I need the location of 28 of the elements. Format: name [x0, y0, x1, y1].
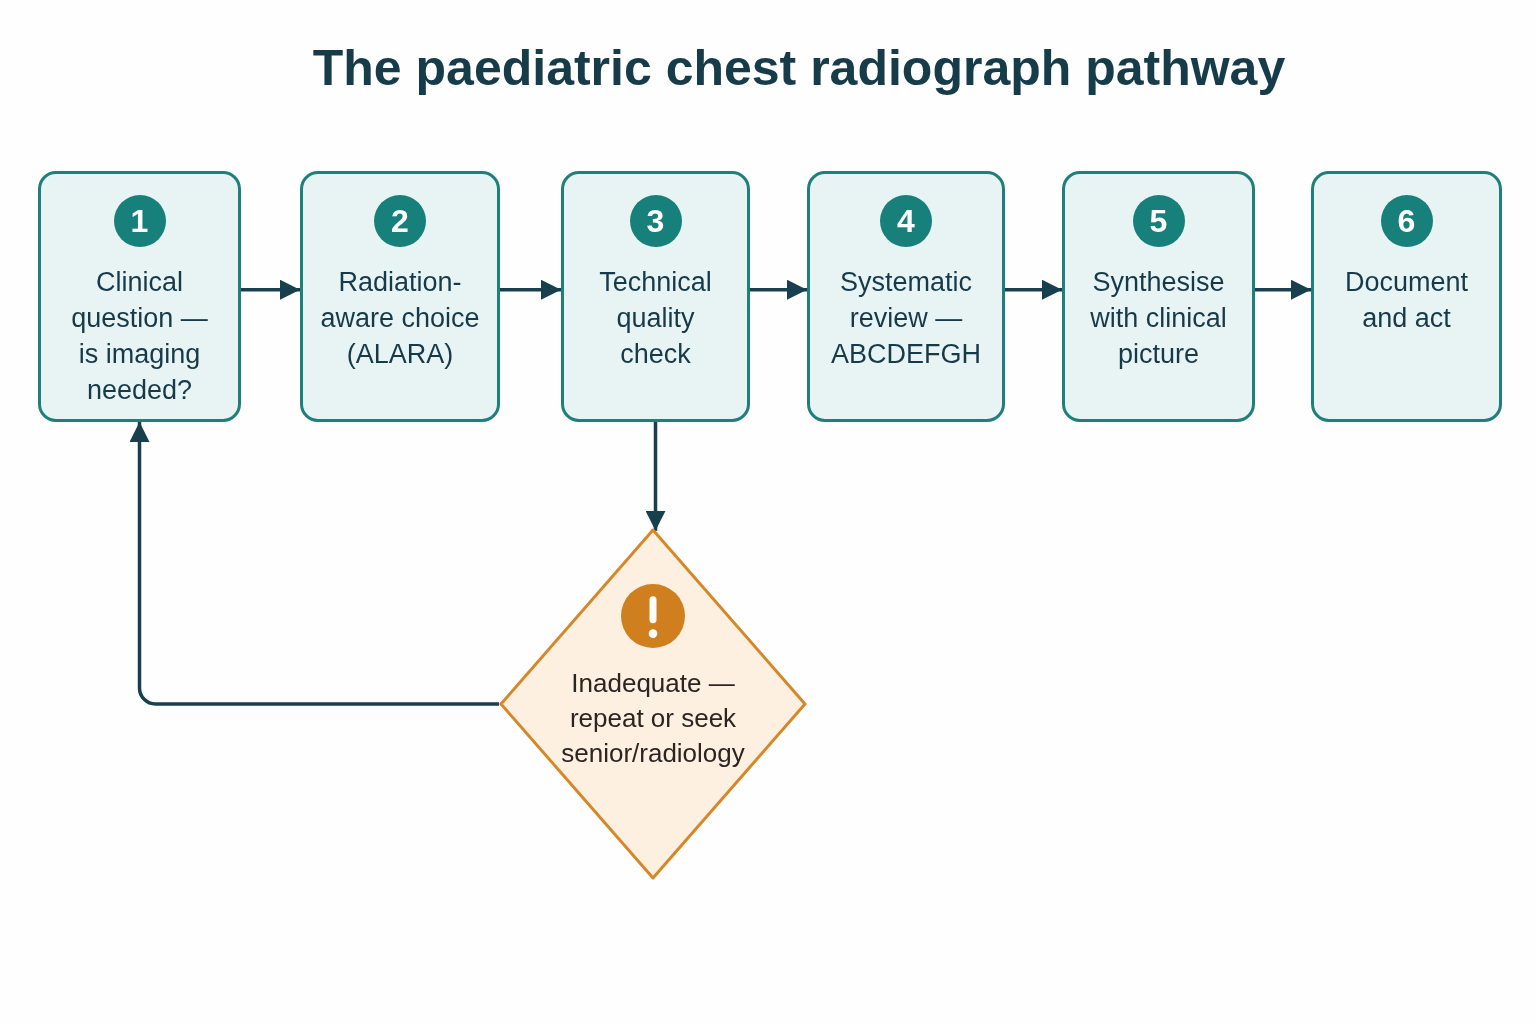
step-text: Clinical question — is imaging needed?: [70, 266, 209, 407]
step-number: 2: [374, 195, 426, 247]
arrow: [241, 279, 300, 300]
step-text: Synthesise with clinical picture: [1089, 266, 1228, 371]
arrow: [645, 422, 666, 531]
arrow: [750, 279, 807, 300]
step-text: Systematic review — ABCDEFGH: [830, 266, 982, 371]
arrow: [1255, 279, 1311, 300]
step-text: Radiation-aware choice (ALARA): [319, 266, 481, 371]
decision-text: Inadequate — repeat or seek senior/radiology: [560, 667, 746, 770]
step-number: 6: [1380, 195, 1433, 247]
diagram-title: The paediatric chest radiograph pathway: [312, 39, 1286, 98]
arrow: [500, 279, 561, 300]
step-number: 4: [880, 195, 932, 247]
process-box: [1062, 171, 1255, 422]
process-box: [561, 171, 750, 422]
decision-diamond: [499, 528, 807, 880]
step-text: Technical quality check: [598, 266, 713, 371]
step-number: 3: [629, 195, 682, 247]
step-number: 5: [1132, 195, 1185, 247]
step-number: 1: [113, 195, 166, 247]
process-box: [300, 171, 500, 422]
arrow: [129, 422, 499, 706]
arrow: [1005, 279, 1062, 300]
step-text: Document and act: [1343, 266, 1470, 335]
process-box: [38, 171, 241, 422]
process-box: [1311, 171, 1502, 422]
process-box: [807, 171, 1005, 422]
